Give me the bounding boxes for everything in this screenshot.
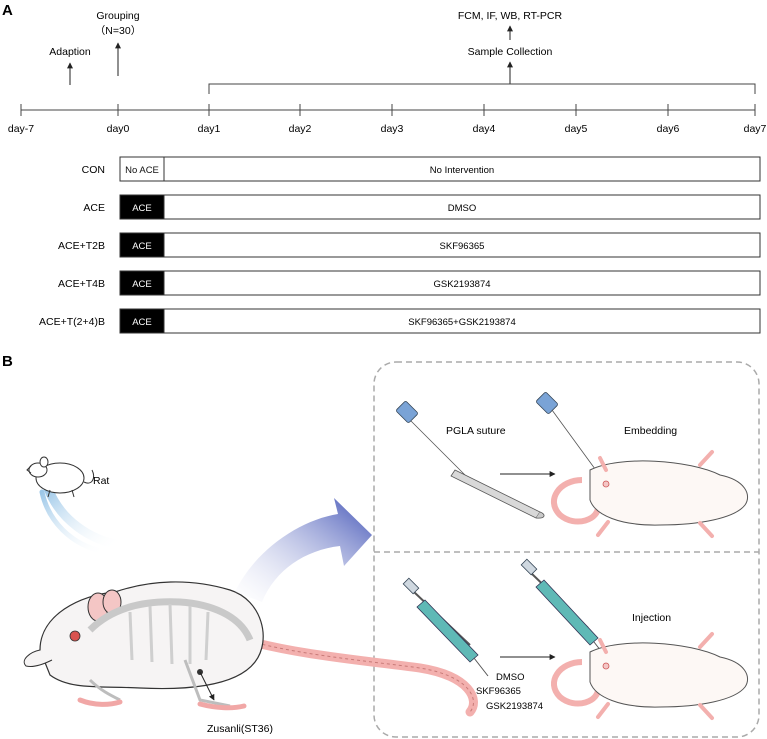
day-label: day4 [473,123,496,135]
group-treatment-label: DMSO [448,203,477,214]
grouping-n-label: （N=30） [95,25,141,37]
adaption-label: Adaption [49,46,91,58]
group-treatment-segment [163,232,761,258]
day-label: day3 [381,123,404,135]
small-rat-illustration [26,456,125,555]
group-name: ACE [83,202,105,214]
group-first-segment [119,270,165,296]
group-treatment-segment [163,270,761,296]
injection-label: Injection [632,612,671,624]
intervention-bracket [208,83,756,94]
sample-collection-label: Sample Collection [468,46,553,58]
group-name: ACE+T2B [58,240,105,252]
agent-dmso: DMSO [496,672,525,683]
day-label: day1 [198,123,221,135]
group-name: ACE+T4B [58,278,105,290]
group-first-label: ACE [132,279,152,290]
syringe-right-illustration [520,558,609,661]
group-first-label: No ACE [125,165,159,176]
st36-pointer [199,671,215,701]
group-first-label: ACE [132,241,152,252]
group-treatment-segment [163,156,761,182]
rat-supine-bottom [551,632,749,720]
group-name: ACE+T(2+4)B [39,316,105,328]
day-label: day6 [657,123,680,135]
day-label: day2 [289,123,312,135]
big-transition-arrow [235,498,372,602]
group-name: CON [82,164,105,176]
agent-skf96365: SKF96365 [476,686,521,697]
grouping-label: Grouping [96,10,139,22]
panel-a-label: A [2,2,13,19]
rat-supine-top [551,450,749,538]
group-treatment-label: GSK2193874 [433,279,490,290]
day-label: day5 [565,123,588,135]
group-first-label: ACE [132,317,152,328]
group-treatment-segment [163,194,761,220]
procedure-box [373,361,760,738]
group-treatment-label: SKF96365 [440,241,485,252]
group-treatment-label: No Intervention [430,165,494,176]
suture-label: PGLA suture [446,425,506,437]
big-rat-illustration [23,581,478,717]
forceps-suture-illustration [396,401,545,519]
day-label: day-7 [8,123,34,135]
day-label: day7 [744,123,767,135]
rat-label: Rat [93,475,109,487]
group-treatment-segment [163,308,761,334]
acupoint-label: Zusanli(ST36) [207,723,273,735]
assays-label: FCM, IF, WB, RT-PCR [458,10,563,22]
day-label: day0 [107,123,130,135]
syringe-left-illustration [402,577,489,677]
group-treatment-label: SKF96365+GSK2193874 [408,317,516,328]
embedding-label: Embedding [624,425,677,437]
agent-gsk2193874: GSK2193874 [486,701,543,712]
group-first-label: ACE [132,203,152,214]
panel-b-label: B [2,353,13,370]
timeline-ticks: day-7 day0 day1 day2 day3 day4 day5 day6 day7 [8,104,767,135]
